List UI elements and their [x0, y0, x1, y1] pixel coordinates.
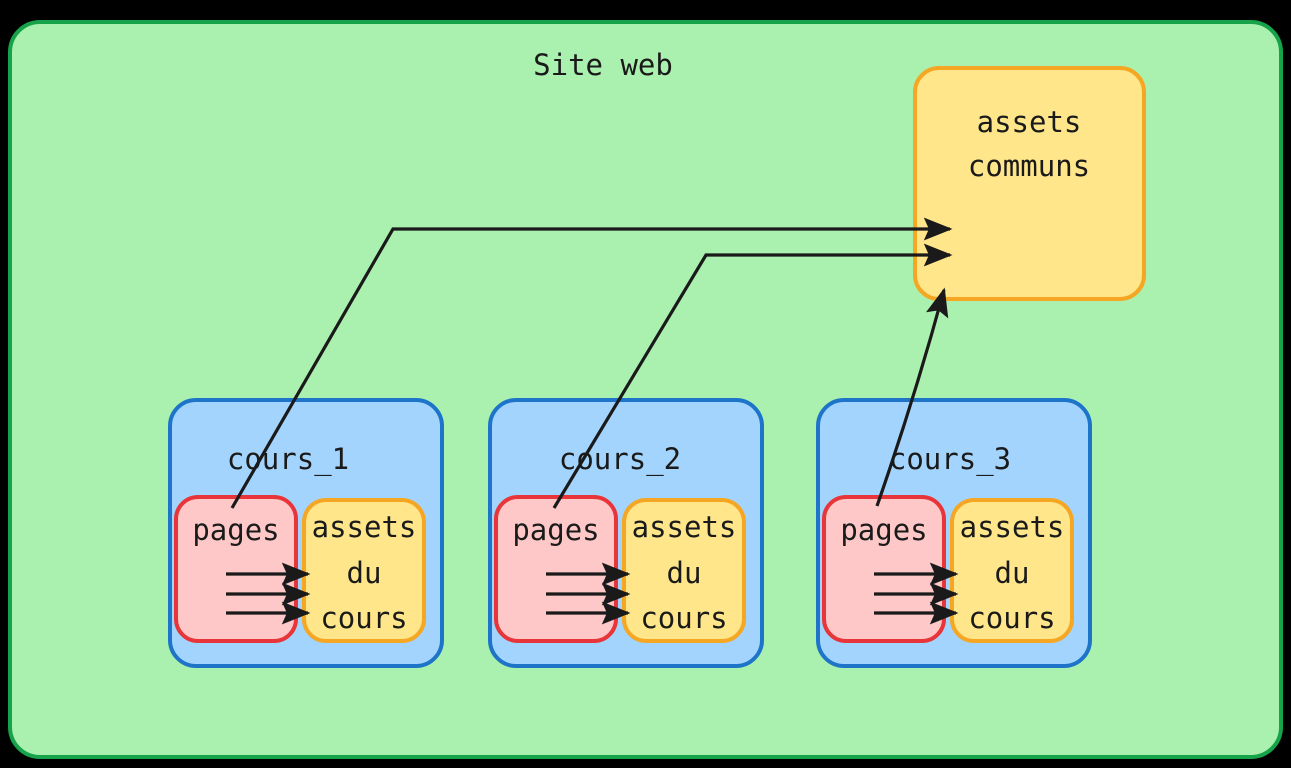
internal-arrows-course-2 [546, 562, 631, 625]
course-assets-label-2-line3: cours [640, 601, 727, 635]
shared-assets-label-line1: assets [977, 105, 1082, 139]
pages-label-1: pages [192, 513, 279, 547]
course-title-2: cours_2 [559, 442, 681, 477]
link-course-2-to-shared-assets [552, 243, 953, 509]
pages-label-2: pages [512, 513, 599, 547]
course-assets-label-2-line1: assets [632, 510, 737, 544]
course-assets-label-3-line3: cours [968, 601, 1055, 635]
internal-arrows-course-1 [226, 562, 311, 625]
course-assets-label-1-line2: du [347, 556, 382, 590]
pages-label-3: pages [840, 513, 927, 547]
course-assets-label-3-line1: assets [960, 510, 1065, 544]
internal-arrows-course-3 [874, 562, 959, 625]
shared-asset-links [230, 217, 953, 509]
course-title-1: cours_1 [227, 442, 349, 477]
course-assets-label-2-line2: du [667, 556, 702, 590]
shared-assets-label-line2: communs [968, 149, 1090, 183]
page-title: Site web [533, 48, 673, 82]
course-assets-label-1-line1: assets [312, 510, 417, 544]
course-assets-label-3-line2: du [995, 556, 1030, 590]
shared-assets-box[interactable] [913, 66, 1146, 301]
link-course-3-to-shared-assets [875, 287, 949, 507]
link-course-1-to-shared-assets [230, 217, 953, 509]
course-title-3: cours_3 [889, 442, 1011, 477]
course-assets-label-1-line3: cours [320, 601, 407, 635]
